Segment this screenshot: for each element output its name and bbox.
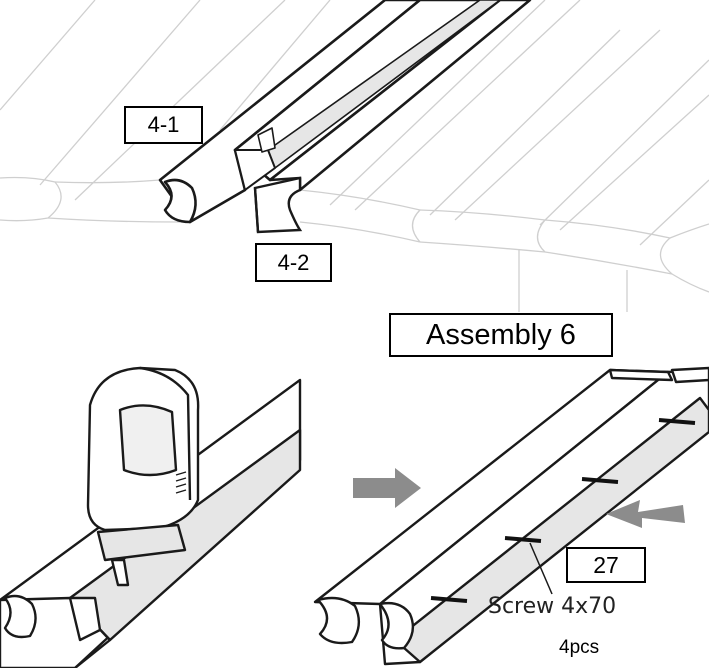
roof-panels-top [0, 0, 709, 312]
assembled-rail [313, 366, 709, 666]
part-label-4-1: 4-1 [124, 106, 203, 144]
bracket-4-2 [253, 176, 303, 234]
step-title: Assembly 6 [389, 313, 613, 357]
part-label-4-2: 4-2 [255, 243, 332, 282]
jigsaw-icon [86, 366, 200, 587]
screw-leader-line [529, 542, 553, 595]
push-arrow-icon [353, 468, 685, 528]
quantity-label: 4pcs [559, 637, 600, 658]
screw-marks [430, 418, 696, 603]
rail-4-1 [158, 0, 532, 224]
part-number-label: 27 [566, 547, 646, 583]
fastener-label: Screw 4x70 [488, 594, 617, 619]
